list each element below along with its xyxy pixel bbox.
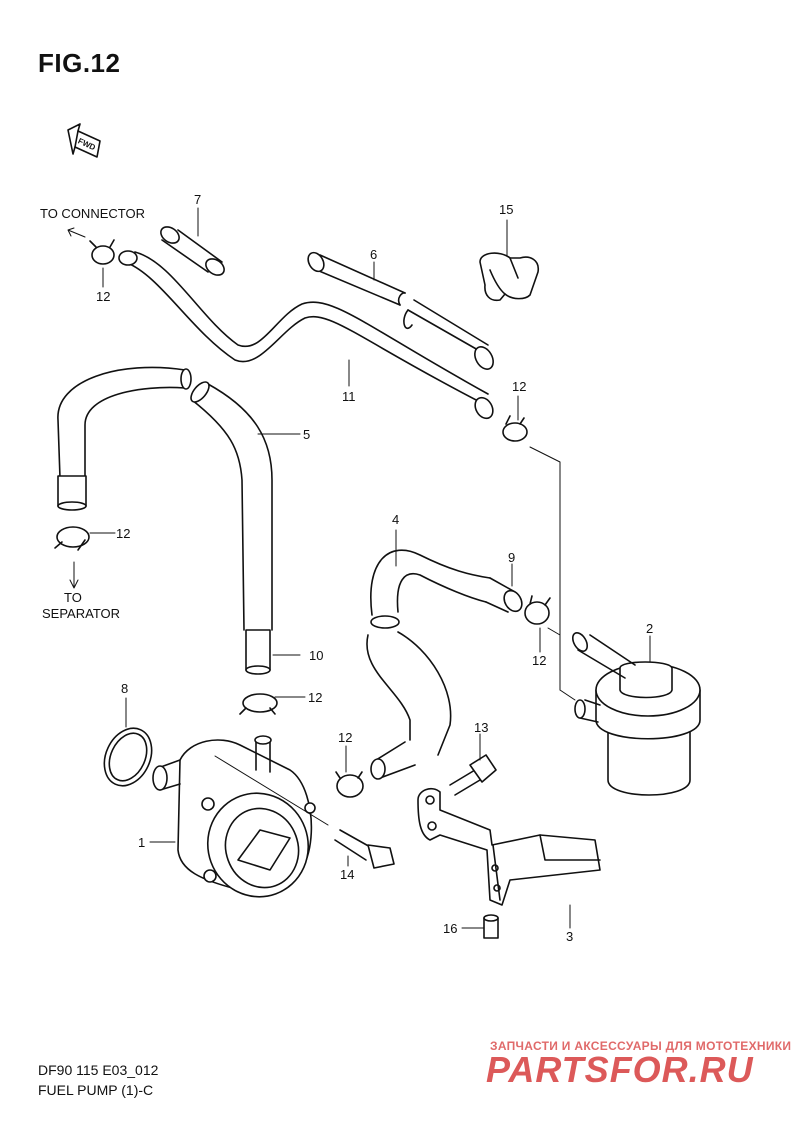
watermark-tagline: ЗАПЧАСТИ И АКСЕССУАРЫ ДЛЯ МОТОТЕХНИКИ	[490, 1039, 792, 1053]
hose-4-lower	[366, 631, 452, 780]
callout-5: 5	[303, 427, 310, 442]
callout-13: 13	[474, 720, 488, 735]
callout-6: 6	[370, 247, 377, 262]
callout-12-f: 12	[338, 730, 352, 745]
figure-title: FIG.12	[38, 48, 121, 78]
callout-16: 16	[443, 921, 457, 936]
fuel-pump-1	[152, 735, 316, 898]
fwd-arrow-icon	[67, 123, 101, 158]
callout-12-c: 12	[116, 526, 130, 541]
callout-11: 11	[342, 389, 356, 404]
hose-10	[245, 629, 271, 675]
hose-7	[160, 226, 225, 276]
hose-5	[190, 381, 273, 631]
clip-12-f	[335, 771, 364, 798]
callout-12-a: 12	[96, 289, 110, 304]
callout-4: 4	[392, 512, 399, 527]
bolt-13	[449, 754, 497, 796]
hose-to-separator	[57, 366, 192, 511]
spacer-16	[483, 914, 499, 939]
clip-12-a	[89, 239, 115, 265]
label-to-connector: TO CONNECTOR	[40, 206, 145, 221]
callout-15: 15	[499, 202, 513, 217]
watermark-logo: PARTSFOR.RU	[486, 1049, 754, 1090]
clip-12-e	[239, 693, 278, 715]
clip-12-d	[524, 595, 551, 625]
fuel-filter-2	[571, 632, 701, 796]
callout-7: 7	[194, 192, 201, 207]
label-separator: SEPARATOR	[42, 606, 120, 621]
callout-8: 8	[121, 681, 128, 696]
hose-4	[370, 549, 491, 629]
clip-12-b	[502, 415, 528, 442]
hose-11	[118, 250, 494, 420]
footer-code: DF90 115 E03_012	[38, 1062, 159, 1078]
leader-lines	[67, 207, 651, 929]
callout-12-d: 12	[532, 653, 546, 668]
callout-9: 9	[508, 550, 515, 565]
bolt-14	[334, 829, 395, 869]
callout-12-b: 12	[512, 379, 526, 394]
hose-9	[485, 577, 523, 613]
callout-1: 1	[138, 835, 145, 850]
callout-12-e: 12	[308, 690, 322, 705]
o-ring-8	[103, 727, 153, 787]
hose-6	[307, 251, 494, 370]
bracket-3	[417, 788, 601, 906]
callout-2: 2	[646, 621, 653, 636]
footer-name: FUEL PUMP (1)-C	[38, 1082, 154, 1098]
clip-12-c	[54, 526, 90, 551]
callout-14: 14	[340, 867, 354, 882]
callout-10: 10	[309, 648, 323, 663]
label-to: TO	[64, 590, 82, 605]
clip-15	[479, 252, 540, 302]
callout-3: 3	[566, 929, 573, 944]
